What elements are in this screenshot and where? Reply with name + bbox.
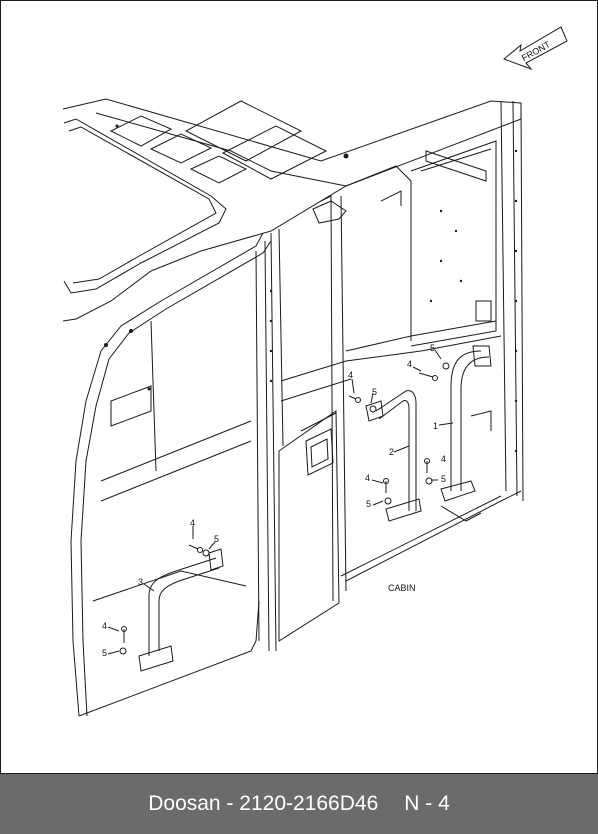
callout-5: 5 <box>372 387 377 397</box>
cabin-handrail-diagram: FRONT CABIN 1 2 3 4 4 4 4 4 4 5 5 5 5 5 … <box>62 26 568 717</box>
footer-part-number: 2120-2166D46 <box>239 792 379 815</box>
cabin-roof <box>62 98 522 322</box>
callout-5: 5 <box>214 534 219 544</box>
handrail-1 <box>440 345 492 502</box>
cabin-label: CABIN <box>388 583 416 593</box>
left-door-frame <box>70 232 272 717</box>
front-arrow-icon <box>503 26 568 71</box>
callout-5: 5 <box>430 343 435 353</box>
detail-dots <box>104 124 518 453</box>
callout-4: 4 <box>190 518 195 528</box>
fasteners <box>119 362 450 655</box>
handrail-2 <box>365 390 422 522</box>
diagram-frame: FRONT CABIN 1 2 3 4 4 4 4 4 4 5 5 5 5 5 … <box>0 0 598 774</box>
rear-wall <box>280 100 524 582</box>
footer-bar: Doosan - 2120-2166D46 N - 4 <box>0 774 598 834</box>
footer-separator: - <box>226 792 234 815</box>
leader-lines <box>107 349 454 655</box>
callout-4: 4 <box>348 370 353 380</box>
callout-4: 4 <box>365 473 370 483</box>
callout-4: 4 <box>102 621 107 631</box>
footer-page: N - 4 <box>404 792 450 815</box>
callout-2: 2 <box>389 447 394 457</box>
center-pillar <box>270 195 347 652</box>
callout-4: 4 <box>441 454 446 464</box>
callout-1: 1 <box>433 421 438 431</box>
callout-3: 3 <box>138 577 143 587</box>
callout-5: 5 <box>441 474 446 484</box>
callout-5: 5 <box>102 648 107 658</box>
callout-5: 5 <box>366 499 371 509</box>
callout-4: 4 <box>407 359 412 369</box>
handrail-3 <box>138 548 224 672</box>
footer-brand: Doosan <box>148 792 221 815</box>
